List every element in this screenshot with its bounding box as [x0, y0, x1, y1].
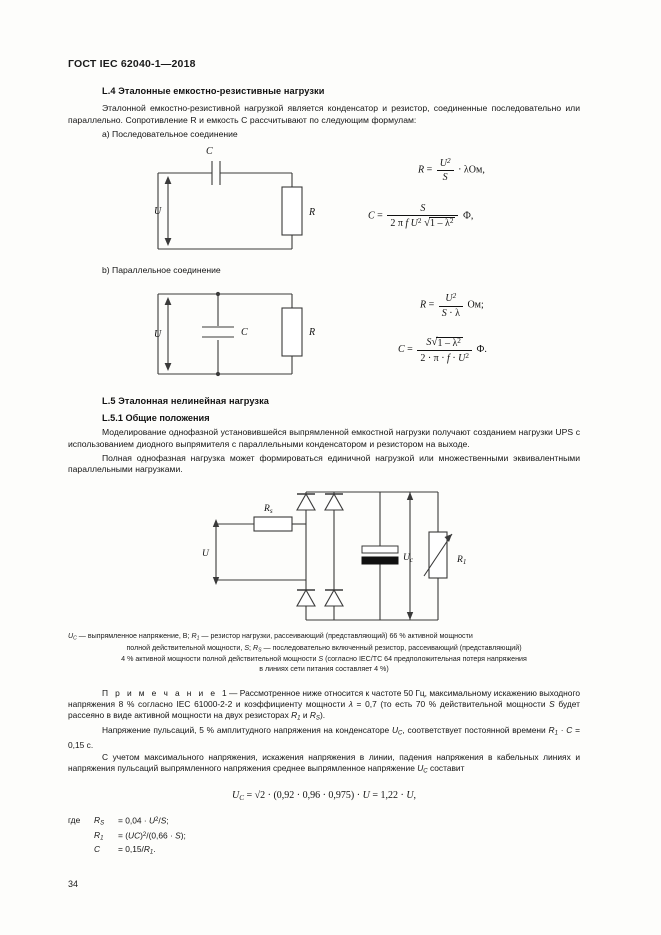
formula-series-c-num: S	[387, 203, 459, 216]
formula-parallel-r: R = U2 S · λ Ом;	[420, 292, 484, 318]
formula-series-r: R = U2 S · λОм,	[418, 157, 485, 183]
figure-series-row: C U R R = U2 S · λОм, C = S 2 π	[68, 145, 580, 263]
formula-parallel-c-num: S√1 – λ2	[417, 336, 472, 351]
where-label: где	[68, 814, 81, 825]
page-number: 34	[68, 879, 79, 889]
formula-series-r-lambda: λ	[463, 164, 469, 176]
where-value-c: = 0,15/R1.	[118, 844, 156, 856]
diagram-series-label-u: U	[154, 206, 162, 217]
arrowhead-up	[164, 297, 172, 306]
formula-parallel-r-den: S · λ	[441, 307, 460, 319]
formula-parallel-c-fraction: S√1 – λ2 2 · π · f · U2	[417, 336, 472, 364]
figure-caption-line1: UC — выпрямленное напряжение, В; R1 — ре…	[68, 631, 473, 642]
formula-series-r-lhs: R	[418, 164, 425, 176]
diagram-rectifier-circuit: Rs U Uc R1	[202, 491, 466, 621]
diagram-label-r1: R1	[456, 555, 466, 566]
diagram-label-uc: Uc	[403, 553, 414, 564]
figure-caption-line4: в линиях сети питания составляет 4 %)	[259, 665, 389, 674]
where-line-1: где RS = 0,04 · U2/S;	[68, 815, 580, 830]
formula-parallel-r-unit: Ом;	[467, 299, 484, 311]
figure-parallel-row: U C R R = U2 S · λ Ом; C = S√1 – λ2 2 · …	[68, 282, 580, 386]
formula-parallel-r-fraction: U2 S · λ	[438, 292, 463, 319]
formula-series-c-fraction: S 2 π f U2 √1 – λ2	[387, 203, 459, 230]
formula-dot-1: ·	[458, 164, 462, 176]
arrowhead-down	[164, 237, 172, 246]
figure-caption-line3: 4 % активной мощности полной действитель…	[121, 655, 527, 664]
arrowhead-down	[212, 576, 220, 585]
formula-series-r-unit: Ом,	[468, 164, 485, 176]
formula-parallel-r-lhs: R	[420, 299, 427, 311]
note-label: П р и м е ч а н и е	[102, 687, 218, 698]
section-heading-l4: L.4 Эталонные емкостно-резистивные нагру…	[102, 86, 325, 96]
page-content: L.4 Эталонные емкостно-резистивные нагру…	[68, 86, 580, 859]
diagram-parallel-label-r: R	[308, 327, 315, 338]
pi-glyph: π	[397, 218, 403, 230]
note-block-3: С учетом максимального напряжения, искаж…	[68, 751, 580, 775]
where-name-r1: R1	[94, 829, 104, 842]
diagram-label-u: U	[202, 549, 210, 559]
document-header: ГОСТ IEC 62040-1—2018	[68, 58, 196, 70]
paragraph-l4-intro: Эталонной емкостно-резистивной нагрузкой…	[68, 103, 580, 126]
formula-series-r-fraction: U2 S	[436, 157, 454, 184]
junction-dot-top	[215, 292, 221, 297]
formula-eq-4: =	[407, 344, 413, 356]
list-item-b: b) Параллельное соединение	[102, 264, 221, 275]
paragraph-l51-2: Полная однофазная нагрузка может формиро…	[68, 452, 580, 475]
diagram-parallel-label-c: C	[241, 327, 248, 338]
section-heading-l5: L.5 Эталонная нелинейная нагрузка	[102, 396, 269, 407]
paragraph-l4-intro-text: Эталонной емкостно-резистивной нагрузкой…	[68, 103, 580, 125]
formula-uc-lhs: UC	[231, 790, 244, 802]
formula-series-c-den: 2 π f U2 √1 – λ2	[390, 216, 456, 230]
figure-rectifier: Rs U Uc R1	[68, 484, 580, 630]
where-block: где RS = 0,04 · U2/S; R1 = (UC)2/(0,66 ·…	[68, 815, 580, 859]
formula-parallel-c-den: 2 · π · f · U2	[420, 351, 469, 364]
formula-uc-rhs: = √2 · (0,92 · 0,96 · 0,975) · U = 1,22 …	[246, 790, 417, 801]
formula-eq-2: =	[377, 210, 383, 222]
list-item-a: a) Последовательное соединение	[102, 129, 238, 140]
junction-dot-bottom	[215, 372, 221, 377]
formula-eq-3: =	[428, 299, 435, 311]
arrowhead-variable	[444, 533, 452, 542]
paragraph-l51-1: Моделирование однофазной установившейся …	[68, 427, 580, 449]
formula-eq-1: =	[426, 164, 433, 176]
formula-series-c: C = S 2 π f U2 √1 – λ2 Ф,	[368, 203, 474, 230]
diagram-parallel-rc: U C R	[154, 292, 315, 377]
formula-series-r-num: U2	[436, 157, 454, 172]
where-line-2: R1 = (UC)2/(0,66 · S);	[68, 830, 580, 845]
diagram-series-label-r: R	[308, 207, 315, 218]
variable-resistor-arrow	[423, 533, 453, 577]
where-value-rs: = 0,04 · U2/S;	[118, 815, 169, 826]
note-block-2: Напряжение пульсаций, 5 % амплитудного н…	[68, 725, 580, 751]
formula-parallel-c: C = S√1 – λ2 2 · π · f · U2 Ф.	[398, 336, 487, 363]
where-spacer-2	[68, 844, 94, 859]
where-name-rs: RS	[94, 814, 105, 827]
diagram-label-rs: Rs	[263, 504, 273, 515]
formula-series-r-den: S	[442, 172, 448, 184]
figure-caption: UC — выпрямленное напряжение, В; R1 — ре…	[68, 632, 580, 675]
diagram-parallel-label-u: U	[154, 329, 162, 340]
arrowhead-down	[164, 363, 172, 372]
formula-parallel-c-lhs: C	[398, 344, 405, 356]
formula-uc: UC = √2 · (0,92 · 0,96 · 0,975) · U = 1,…	[68, 790, 580, 802]
arrowhead-up	[164, 175, 172, 184]
diagram-series-label-c: C	[206, 146, 213, 157]
diagram-series-rc: C U R	[154, 146, 315, 250]
where-line-3: C = 0,15/R1.	[68, 844, 580, 859]
figure-caption-line2: полной действительной мощности, S; RS — …	[126, 643, 522, 653]
note-block-1: П р и м е ч а н и е 1 — Рассмотренное ни…	[68, 687, 581, 722]
note-number: 1	[222, 687, 227, 698]
arrowhead-uc-bottom	[406, 611, 414, 620]
formula-parallel-c-unit: Ф.	[476, 344, 487, 356]
where-name-c: C	[94, 844, 101, 855]
section-heading-l51: L.5.1 Общие положения	[102, 413, 210, 424]
arrowhead-uc-top	[406, 491, 414, 500]
formula-series-c-lhs: C	[368, 210, 375, 222]
where-spacer-1	[68, 830, 94, 845]
arrowhead-up	[212, 518, 220, 527]
formula-series-c-unit: Ф,	[462, 210, 474, 222]
formula-parallel-r-num: U2	[438, 292, 463, 307]
where-value-r1: = (UC)2/(0,66 · S);	[118, 830, 186, 841]
